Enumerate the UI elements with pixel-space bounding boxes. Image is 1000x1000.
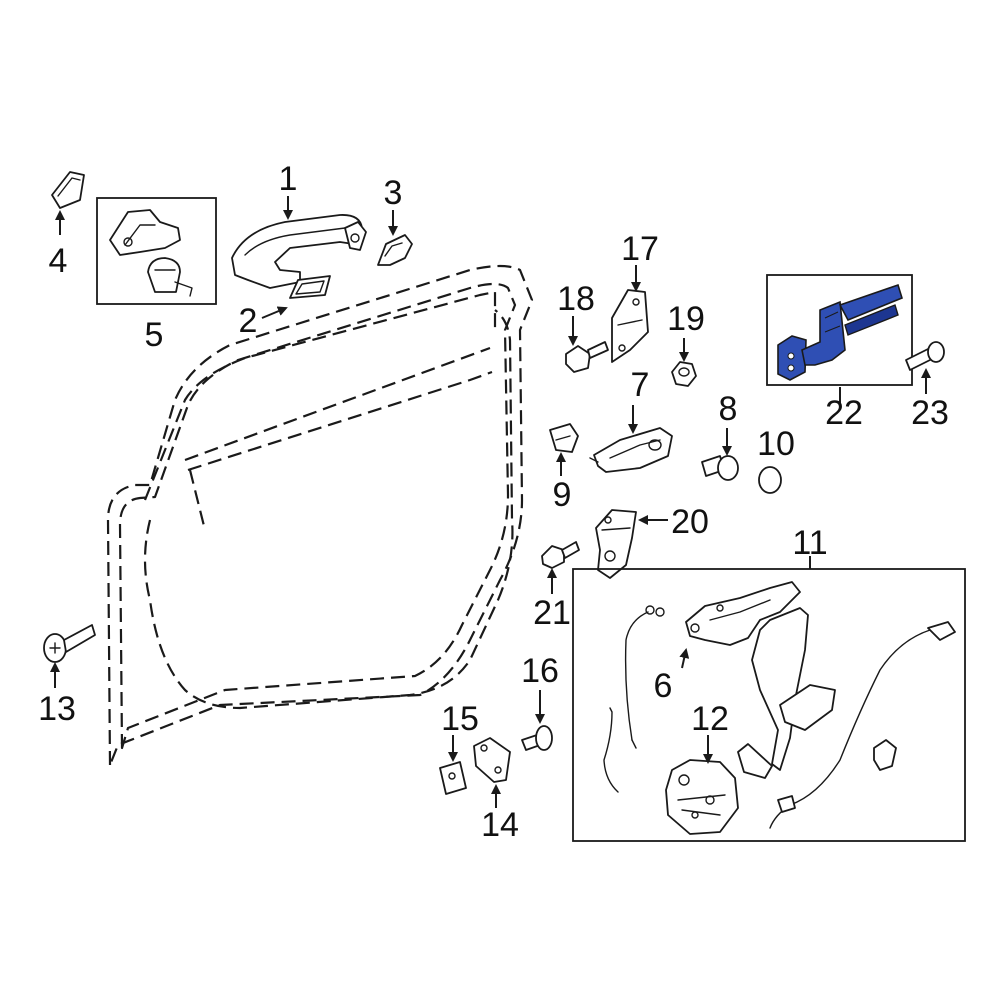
callout-8: 8 xyxy=(719,390,738,428)
callout-21: 21 xyxy=(533,594,571,632)
callout-9: 9 xyxy=(553,476,572,514)
callout-11: 11 xyxy=(792,524,827,562)
part-13-screw[interactable] xyxy=(43,624,96,663)
part-20-bracket[interactable] xyxy=(595,509,637,579)
callout-22: 22 xyxy=(825,394,863,432)
callout-17: 17 xyxy=(621,230,659,268)
callout-2: 2 xyxy=(239,302,258,340)
part-8-screw[interactable] xyxy=(701,455,739,481)
callout-20: 20 xyxy=(671,503,709,541)
part-23-pin[interactable] xyxy=(905,341,945,371)
part-9-clip[interactable] xyxy=(549,423,579,453)
callout-12: 12 xyxy=(691,700,729,738)
callout-1: 1 xyxy=(279,160,298,198)
part-2-gasket[interactable] xyxy=(289,275,331,299)
callout-14: 14 xyxy=(481,806,519,844)
part-16-pin[interactable] xyxy=(521,725,553,751)
callout-labels: 1 2 3 4 5 6 7 8 9 10 11 12 13 14 15 16 1… xyxy=(38,160,949,844)
callout-3: 3 xyxy=(384,174,403,212)
part-22-door-check[interactable] xyxy=(766,274,913,386)
part-21-bolt[interactable] xyxy=(541,541,580,569)
callout-19: 19 xyxy=(667,300,705,338)
part-17-hinge-bracket[interactable] xyxy=(611,289,649,363)
callout-10: 10 xyxy=(757,425,795,463)
callout-7: 7 xyxy=(631,366,650,404)
part-7-interior-handle[interactable] xyxy=(589,427,673,473)
part-15-plate[interactable] xyxy=(439,761,467,795)
part-3-cover[interactable] xyxy=(377,234,413,266)
part-1-exterior-handle[interactable] xyxy=(231,214,367,289)
callout-4: 4 xyxy=(49,242,68,280)
callout-5: 5 xyxy=(145,316,164,354)
callout-18: 18 xyxy=(557,280,595,318)
part-5-lock-cylinder-kit[interactable] xyxy=(96,197,217,305)
door-outline xyxy=(106,264,534,767)
callout-16: 16 xyxy=(521,652,559,690)
callout-15: 15 xyxy=(441,700,479,738)
callout-13: 13 xyxy=(38,690,76,728)
part-19-nut[interactable] xyxy=(671,361,697,387)
callout-6: 6 xyxy=(654,667,673,705)
part-14-striker[interactable] xyxy=(473,737,511,783)
part-18-bolt[interactable] xyxy=(565,341,609,373)
part-4-cap[interactable] xyxy=(51,171,85,209)
callout-23: 23 xyxy=(911,394,949,432)
part-10-grommet[interactable] xyxy=(758,466,782,494)
part-11-latch-kit[interactable] xyxy=(572,568,966,842)
